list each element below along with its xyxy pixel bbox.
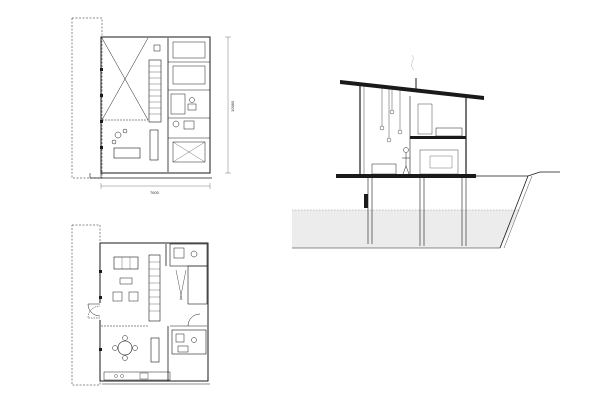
person-figure bbox=[402, 147, 410, 175]
void-cross-b bbox=[101, 37, 149, 121]
upper-plan-outline bbox=[100, 36, 211, 174]
bed-3 bbox=[172, 141, 206, 163]
dining-table bbox=[117, 340, 133, 356]
sloped-roof bbox=[340, 80, 484, 100]
section-sofa bbox=[371, 163, 397, 175]
building-section bbox=[292, 54, 560, 249]
bed-2 bbox=[172, 65, 206, 85]
bed-1 bbox=[172, 41, 206, 59]
lower-wc bbox=[171, 329, 207, 355]
upper-plan-columns bbox=[100, 68, 103, 149]
upper-stair bbox=[148, 59, 162, 123]
lower-plan-outline bbox=[99, 242, 209, 382]
storage-room bbox=[187, 265, 208, 305]
armchair-2 bbox=[128, 291, 139, 302]
pendant-lamps bbox=[379, 88, 403, 143]
mezzanine-slab bbox=[410, 136, 466, 139]
lower-bathroom bbox=[169, 243, 208, 267]
floor-slab bbox=[336, 174, 476, 178]
lower-floor-plan bbox=[71, 224, 210, 386]
lower-sofa bbox=[113, 256, 139, 270]
bathroom-tub bbox=[170, 93, 186, 115]
upper-plan-dimensions bbox=[100, 36, 231, 189]
roof-overhang-outline bbox=[71, 17, 103, 179]
dimension-width-label: 7600 bbox=[150, 190, 160, 195]
ladder bbox=[364, 194, 368, 208]
foundation-piles bbox=[367, 178, 467, 246]
sofa bbox=[113, 147, 141, 159]
entrance-door-swing bbox=[87, 303, 101, 317]
armchair-1 bbox=[112, 291, 123, 302]
lake-water bbox=[292, 210, 520, 248]
upper-floor-plan bbox=[71, 17, 212, 179]
lower-overhang-outline bbox=[71, 224, 101, 386]
dimension-height-label: 10980 bbox=[230, 100, 235, 112]
tall-cabinet bbox=[149, 129, 159, 161]
lower-plan-columns bbox=[99, 270, 102, 351]
kitchen-counter bbox=[103, 371, 171, 381]
section-upper-bed bbox=[435, 127, 463, 137]
sideboard bbox=[150, 337, 160, 363]
coffee-table bbox=[119, 277, 133, 285]
ground-slope bbox=[470, 171, 560, 249]
lower-stair bbox=[148, 254, 161, 322]
